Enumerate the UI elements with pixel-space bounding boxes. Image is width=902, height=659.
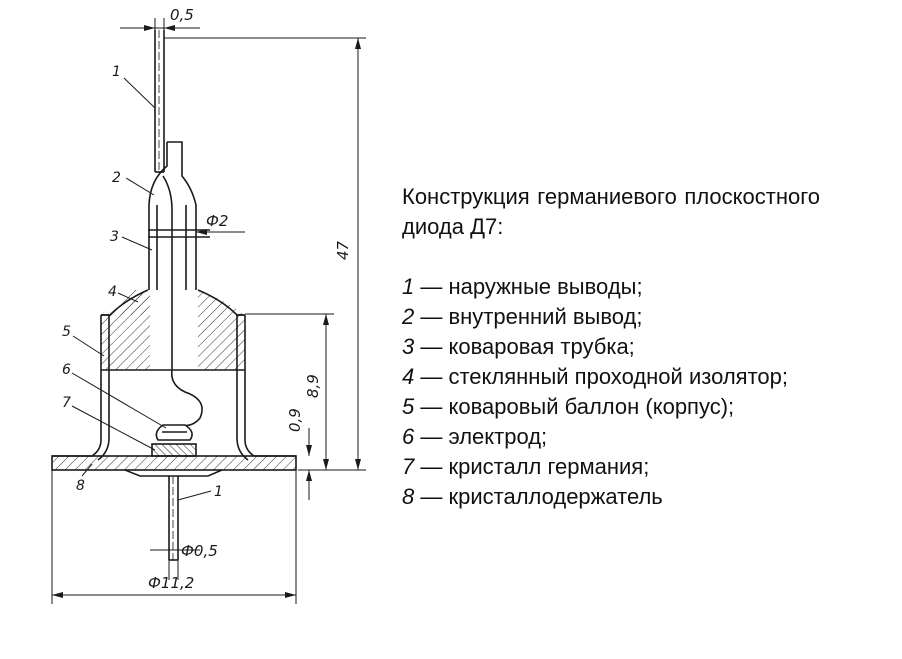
crystal-holder <box>51 455 297 477</box>
dim-tube-diameter: Ф2 <box>206 212 228 230</box>
legend-caption: Конструкция германиевого плоскостного ди… <box>402 182 820 512</box>
leader-label-1-bottom: 1 <box>214 484 223 500</box>
leader-label-2: 2 <box>112 170 121 186</box>
leader-label-3: 3 <box>110 229 119 245</box>
glass-insulator <box>101 289 245 371</box>
legend-item-8: 8 — кристаллодержатель <box>402 484 663 509</box>
legend-item-1: 1 — наружные выводы; <box>402 274 643 299</box>
kovar-tube <box>148 141 210 290</box>
legend-item-7: 7 — кристалл германия; <box>402 454 650 479</box>
leader-label-8: 8 <box>76 478 85 494</box>
caption-title: Конструкция германиевого плоскостного ди… <box>402 184 820 239</box>
dim-lead-diameter: Ф0,5 <box>181 542 218 560</box>
legend-item-3: 3 — коваровая трубка; <box>402 334 635 359</box>
germanium-crystal <box>151 443 197 457</box>
dim-base-diameter: Ф11,2 <box>148 574 194 592</box>
leader-label-1-top: 1 <box>112 64 121 80</box>
leader-label-4: 4 <box>108 284 117 300</box>
dim-total-height: 47 <box>334 240 352 260</box>
dimension-lines <box>51 18 366 604</box>
leader-lines <box>71 77 212 501</box>
legend-item-2: 2 — внутренний вывод; <box>402 304 643 329</box>
dimension-arrows <box>52 25 361 598</box>
bottom-external-lead <box>168 476 179 561</box>
electrode <box>155 424 193 441</box>
legend-item-4: 4 — стеклянный проходной изолятор; <box>402 364 788 389</box>
dim-base-height: 0,9 <box>286 408 304 432</box>
top-external-lead <box>154 30 165 173</box>
inner-lead <box>162 175 203 427</box>
leader-label-5: 5 <box>62 324 71 340</box>
dim-top-width: 0,5 <box>170 6 194 24</box>
leader-label-7: 7 <box>62 395 71 411</box>
dim-body-height: 8,9 <box>304 374 322 398</box>
leader-label-6: 6 <box>62 362 71 378</box>
legend-item-5: 5 — коваровый баллон (корпус); <box>402 394 735 419</box>
diode-cross-section-drawing: 0,5 Ф2 47 8,9 0,9 Ф0,5 Ф11,2 1 2 3 4 5 6… <box>51 6 366 604</box>
legend-item-6: 6 — электрод; <box>402 424 548 449</box>
